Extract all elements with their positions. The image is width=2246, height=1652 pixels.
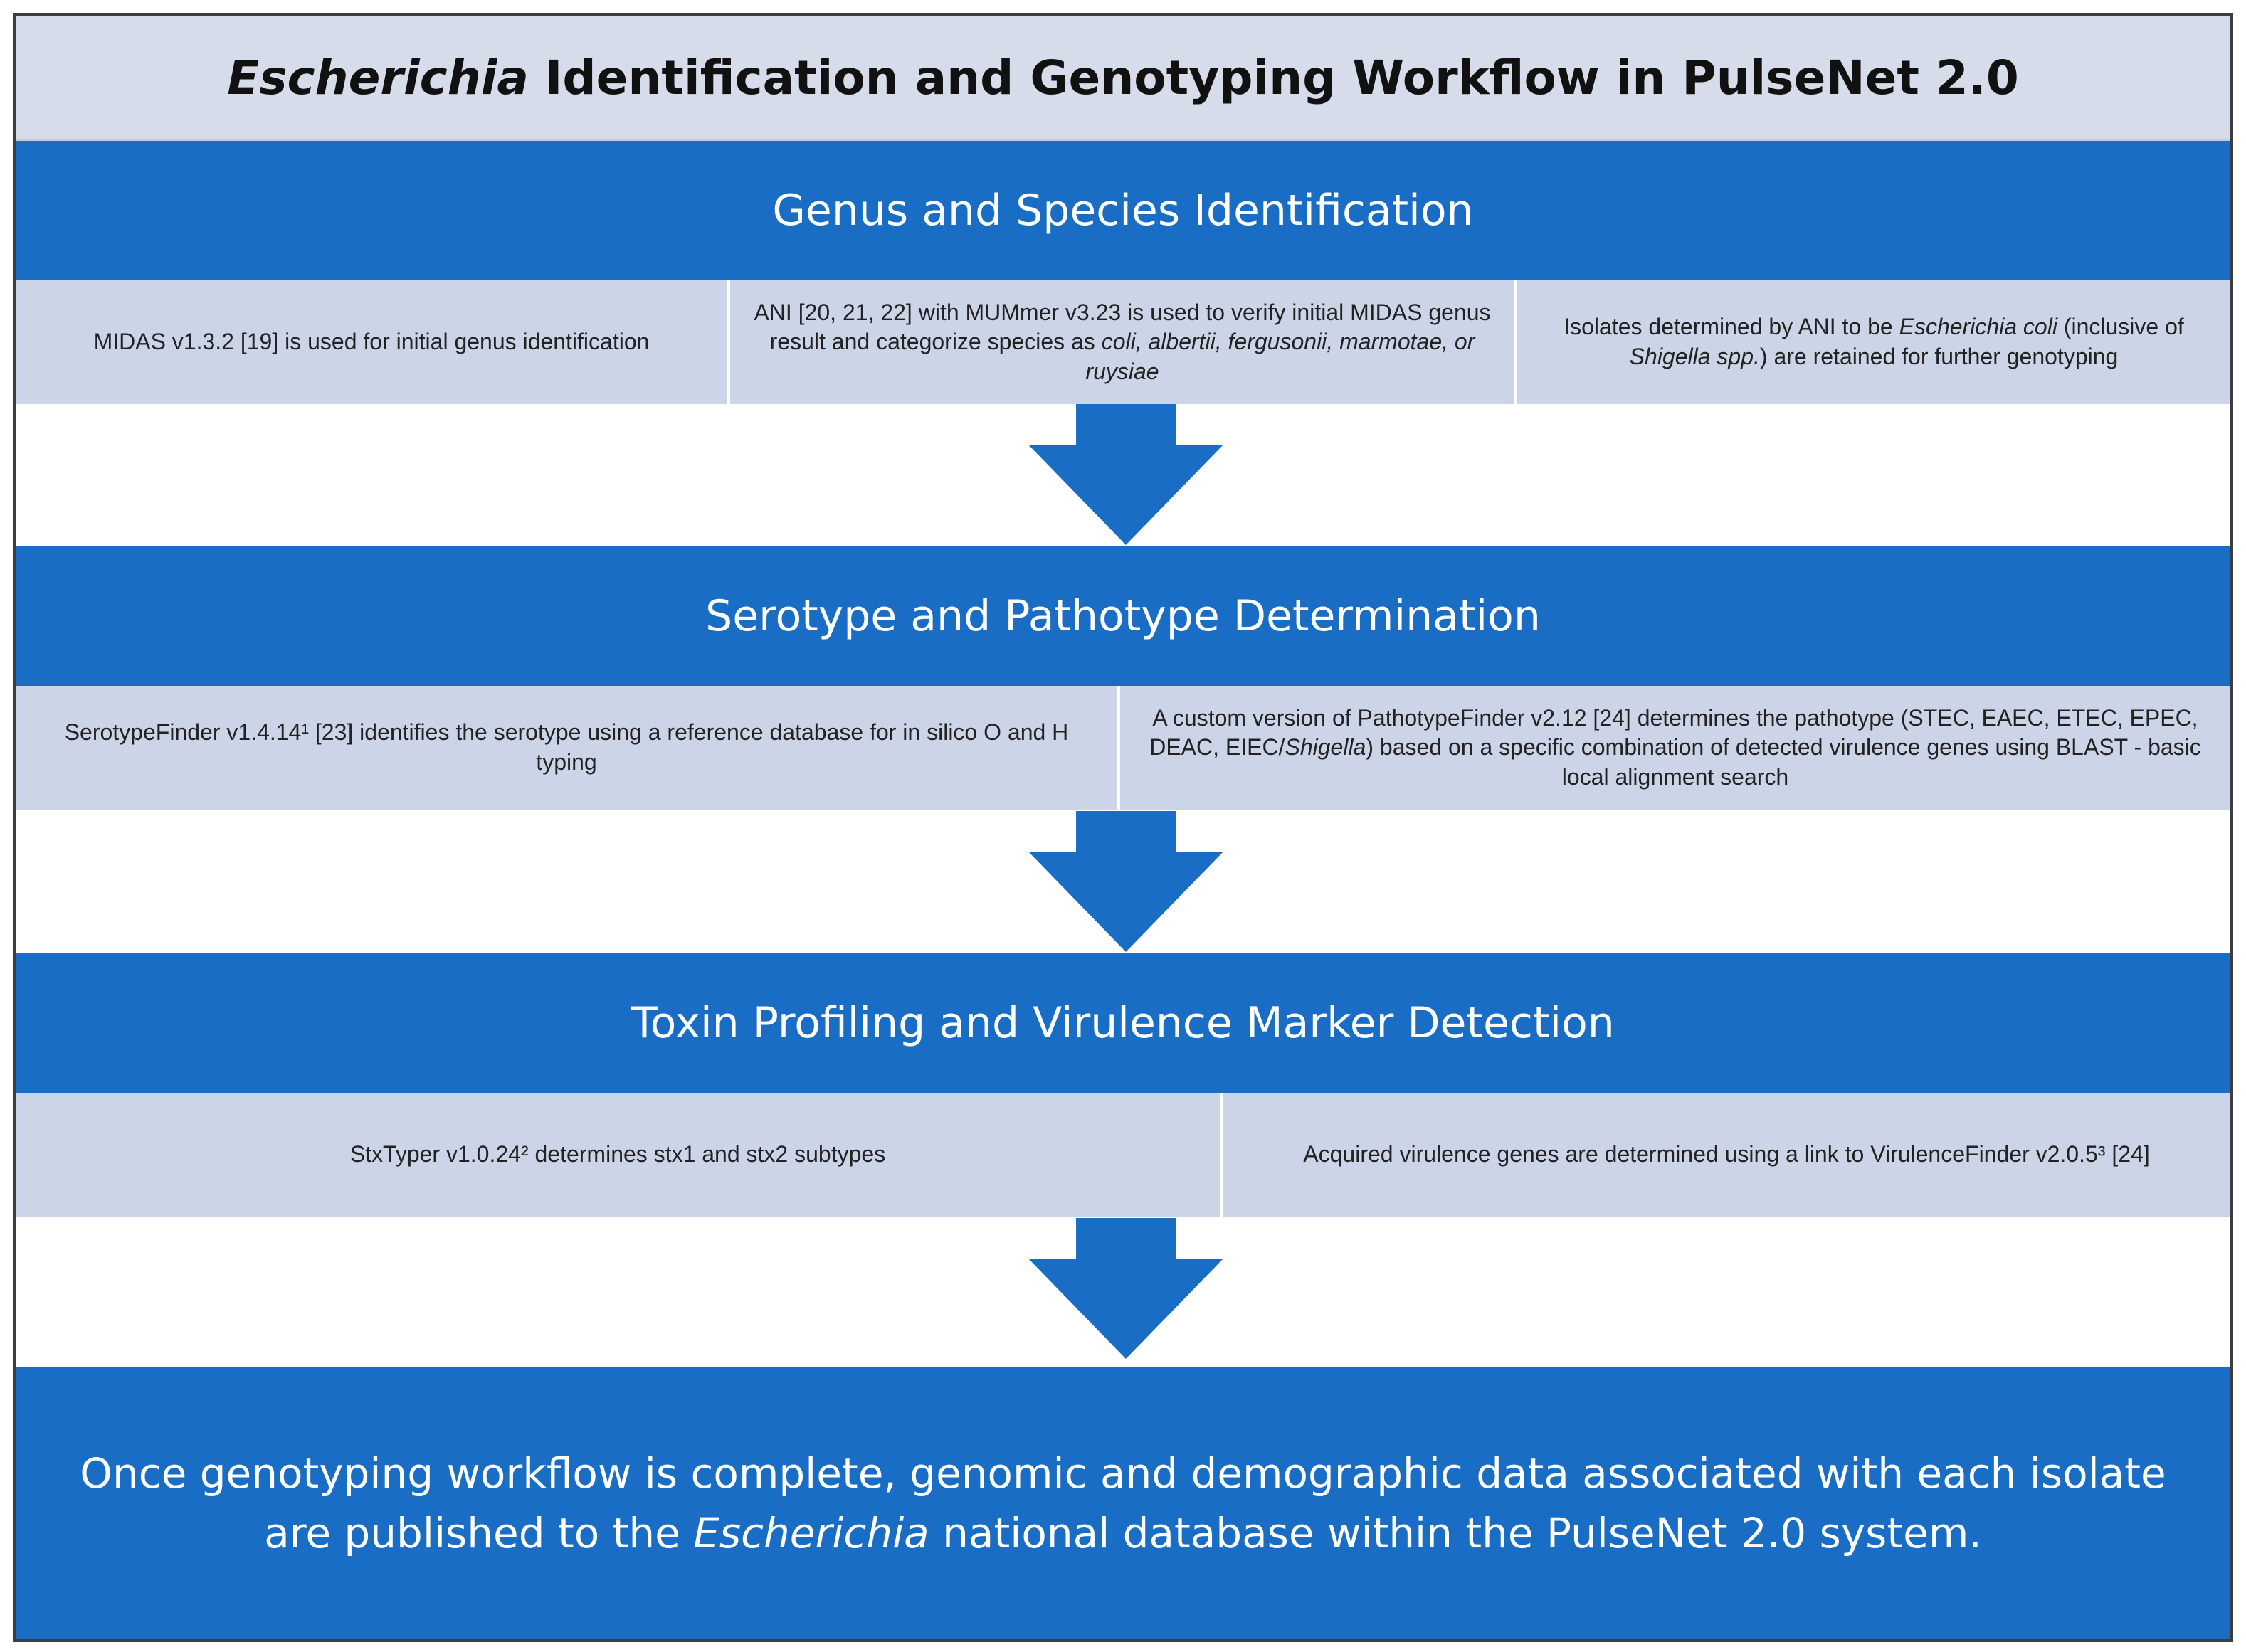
step-text: Acquired virulence genes are determined … — [1303, 1141, 2150, 1167]
final-line-2-genus: Escherichia — [693, 1509, 929, 1557]
step-box-text: A custom version of PathotypeFinder v2.1… — [1139, 704, 2212, 793]
step-box: SerotypeFinder v1.4.14¹ [23] identifies … — [16, 686, 1117, 810]
down-arrow-icon — [1026, 1218, 1225, 1360]
step-text-italic: Escherichia coli — [1899, 314, 2057, 340]
stage-heading-toxin-virulence: Toxin Profiling and Virulence Marker Det… — [16, 953, 2230, 1093]
step-box-text: Acquired virulence genes are determined … — [1303, 1140, 2149, 1170]
step-box-text: Isolates determined by ANI to be Escheri… — [1536, 312, 2212, 371]
step-box: StxTyper v1.0.24² determines stx1 and st… — [16, 1093, 1220, 1217]
stage-row-toxin-virulence: StxTyper v1.0.24² determines stx1 and st… — [16, 1093, 2230, 1217]
diagram-title: Escherichia Identification and Genotypin… — [16, 16, 2230, 141]
step-text: MIDAS v1.3.2 [19] is used for initial ge… — [93, 329, 650, 355]
title-genus: Escherichia — [227, 50, 529, 105]
step-box: Acquired virulence genes are determined … — [1220, 1093, 2230, 1217]
step-box-text: StxTyper v1.0.24² determines stx1 and st… — [350, 1140, 885, 1170]
step-text: SerotypeFinder v1.4.14¹ [23] identifies … — [64, 719, 1069, 775]
final-line-2-pre: are published to the — [264, 1509, 694, 1557]
step-text: Isolates determined by ANI to be — [1564, 314, 1899, 340]
step-text: StxTyper v1.0.24² determines stx1 and st… — [349, 1141, 886, 1167]
step-box-text: ANI [20, 21, 22] with MUMmer v3.23 is us… — [749, 298, 1496, 387]
step-text-italic: Shigella spp. — [1629, 344, 1760, 369]
step-box: MIDAS v1.3.2 [19] is used for initial ge… — [16, 280, 727, 404]
step-text: (inclusive of — [2057, 314, 2184, 340]
step-text: ANI [20, 21, 22] with MUMmer v3.23 is us… — [754, 299, 1491, 355]
step-text: ) are retained for further genotyping — [1759, 344, 2119, 369]
step-box: ANI [20, 21, 22] with MUMmer v3.23 is us… — [727, 280, 1514, 404]
title-rest: Identification and Genotyping Workflow i… — [528, 50, 2019, 105]
final-line-2-post: national database within the PulseNet 2.… — [929, 1509, 1982, 1557]
stage-heading-genus-species: Genus and Species Identification — [16, 141, 2230, 280]
stage-heading-serotype-pathotype: Serotype and Pathotype Determination — [16, 546, 2230, 686]
step-text-italic: coli, albertii, fergusonii, marmotae, or… — [1085, 329, 1475, 384]
stage-row-serotype-pathotype: SerotypeFinder v1.4.14¹ [23] identifies … — [16, 686, 2230, 810]
stage-row-genus-species: MIDAS v1.3.2 [19] is used for initial ge… — [16, 280, 2230, 404]
step-box: Isolates determined by ANI to be Escheri… — [1514, 280, 2230, 404]
final-statement: Once genotyping workflow is complete, ge… — [16, 1367, 2230, 1639]
final-line-1: Once genotyping workflow is complete, ge… — [80, 1449, 2166, 1498]
down-arrow-icon — [1026, 811, 1225, 953]
step-box-text: MIDAS v1.3.2 [19] is used for initial ge… — [94, 327, 650, 357]
step-box: A custom version of PathotypeFinder v2.1… — [1117, 686, 2230, 810]
step-box-text: SerotypeFinder v1.4.14¹ [23] identifies … — [34, 718, 1099, 777]
step-text: A custom version of PathotypeFinder v2.1… — [1149, 704, 2198, 761]
step-text: ) based on a specific combination of det… — [1366, 734, 2201, 790]
down-arrow-icon — [1026, 404, 1225, 546]
workflow-diagram: Escherichia Identification and Genotypin… — [13, 13, 2233, 1642]
step-text-italic: Shigella — [1285, 734, 1366, 761]
